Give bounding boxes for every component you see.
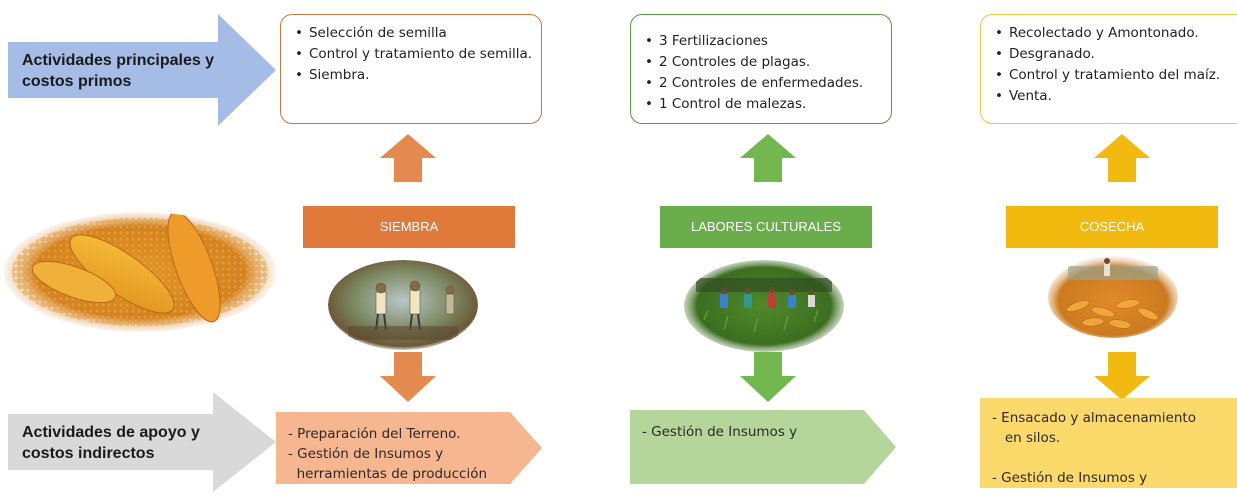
sowing-workers-photo [328, 260, 478, 350]
support-line [992, 448, 1196, 468]
support-line: herramientas de producción [288, 466, 488, 482]
field-workers-photo [684, 260, 844, 352]
cosecha-item: Recolectado y Amontonado. [995, 23, 1227, 44]
cosecha-support-shape [980, 398, 1237, 488]
labores-item: 2 Controles de enfermedades. [645, 73, 881, 94]
support-line: - Preparación del Terreno. [288, 426, 461, 442]
support-arrow-shape [8, 392, 276, 492]
siembra-item: Siembra. [295, 65, 531, 86]
support-line: - Ensacado y almacenamiento [992, 410, 1196, 426]
siembra-activities-box: Selección de semilla Control y tratamien… [280, 14, 542, 124]
harvest-corn-photo [1048, 256, 1178, 338]
labores-support-shape [630, 410, 896, 484]
support-label-line-2: costos indirectos [22, 445, 155, 462]
cosecha-support-box: - Ensacado y almacenamiento en silos. - … [980, 398, 1237, 488]
labores-phase-bar: LABORES CULTURALES [660, 206, 872, 248]
siembra-phase-bar: SIEMBRA [303, 206, 515, 248]
siembra-support-shape [276, 412, 542, 484]
cosecha-down-arrow [1094, 352, 1150, 400]
siembra-up-arrow [380, 134, 436, 182]
primary-label-line-1: Actividades principales y [22, 52, 215, 69]
primary-activities-arrow: Actividades principales y costos primos [8, 14, 276, 126]
labores-support-text: - Gestión de Insumos y [642, 422, 797, 442]
cosecha-up-arrow [1094, 134, 1150, 182]
cosecha-activities-box: Recolectado y Amontonado. Desgranado. Co… [980, 14, 1237, 124]
labores-item: 2 Controles de plagas. [645, 52, 881, 73]
siembra-down-arrow [380, 352, 436, 402]
support-line: en silos. [992, 430, 1061, 446]
primary-activities-label: Actividades principales y costos primos [22, 50, 214, 92]
support-line: - Gestión de Insumos y [992, 470, 1148, 486]
labores-up-arrow [740, 134, 796, 182]
corn-cobs-photo [4, 212, 276, 332]
support-line: - Gestión de Insumos y [642, 424, 798, 440]
support-activities-label: Actividades de apoyo y costos indirectos [22, 422, 200, 464]
cosecha-item: Venta. [995, 86, 1227, 107]
labores-item: 3 Fertilizaciones [645, 31, 881, 52]
primary-arrow-shape [8, 14, 276, 126]
primary-label-line-2: costos primos [22, 73, 132, 90]
cosecha-support-text: - Ensacado y almacenamiento en silos. - … [992, 408, 1196, 488]
siembra-item: Selección de semilla [295, 23, 531, 44]
labores-support-box: - Gestión de Insumos y [630, 410, 896, 484]
cosecha-phase-bar: COSECHA [1006, 206, 1218, 248]
siembra-support-box: - Preparación del Terreno. - Gestión de … [276, 412, 542, 484]
support-label-line-1: Actividades de apoyo y [22, 424, 200, 441]
labores-activities-box: 3 Fertilizaciones 2 Controles de plagas.… [630, 14, 892, 124]
support-line: - Gestión de Insumos y [288, 446, 444, 462]
labores-item: 1 Control de malezas. [645, 94, 881, 115]
cosecha-item: Desgranado. [995, 44, 1227, 65]
siembra-support-text: - Preparación del Terreno. - Gestión de … [288, 424, 487, 484]
labores-down-arrow [740, 352, 796, 402]
siembra-item: Control y tratamiento de semilla. [295, 44, 532, 65]
cosecha-item: Control y tratamiento del maíz. [995, 65, 1227, 86]
support-activities-arrow: Actividades de apoyo y costos indirectos [8, 392, 276, 492]
